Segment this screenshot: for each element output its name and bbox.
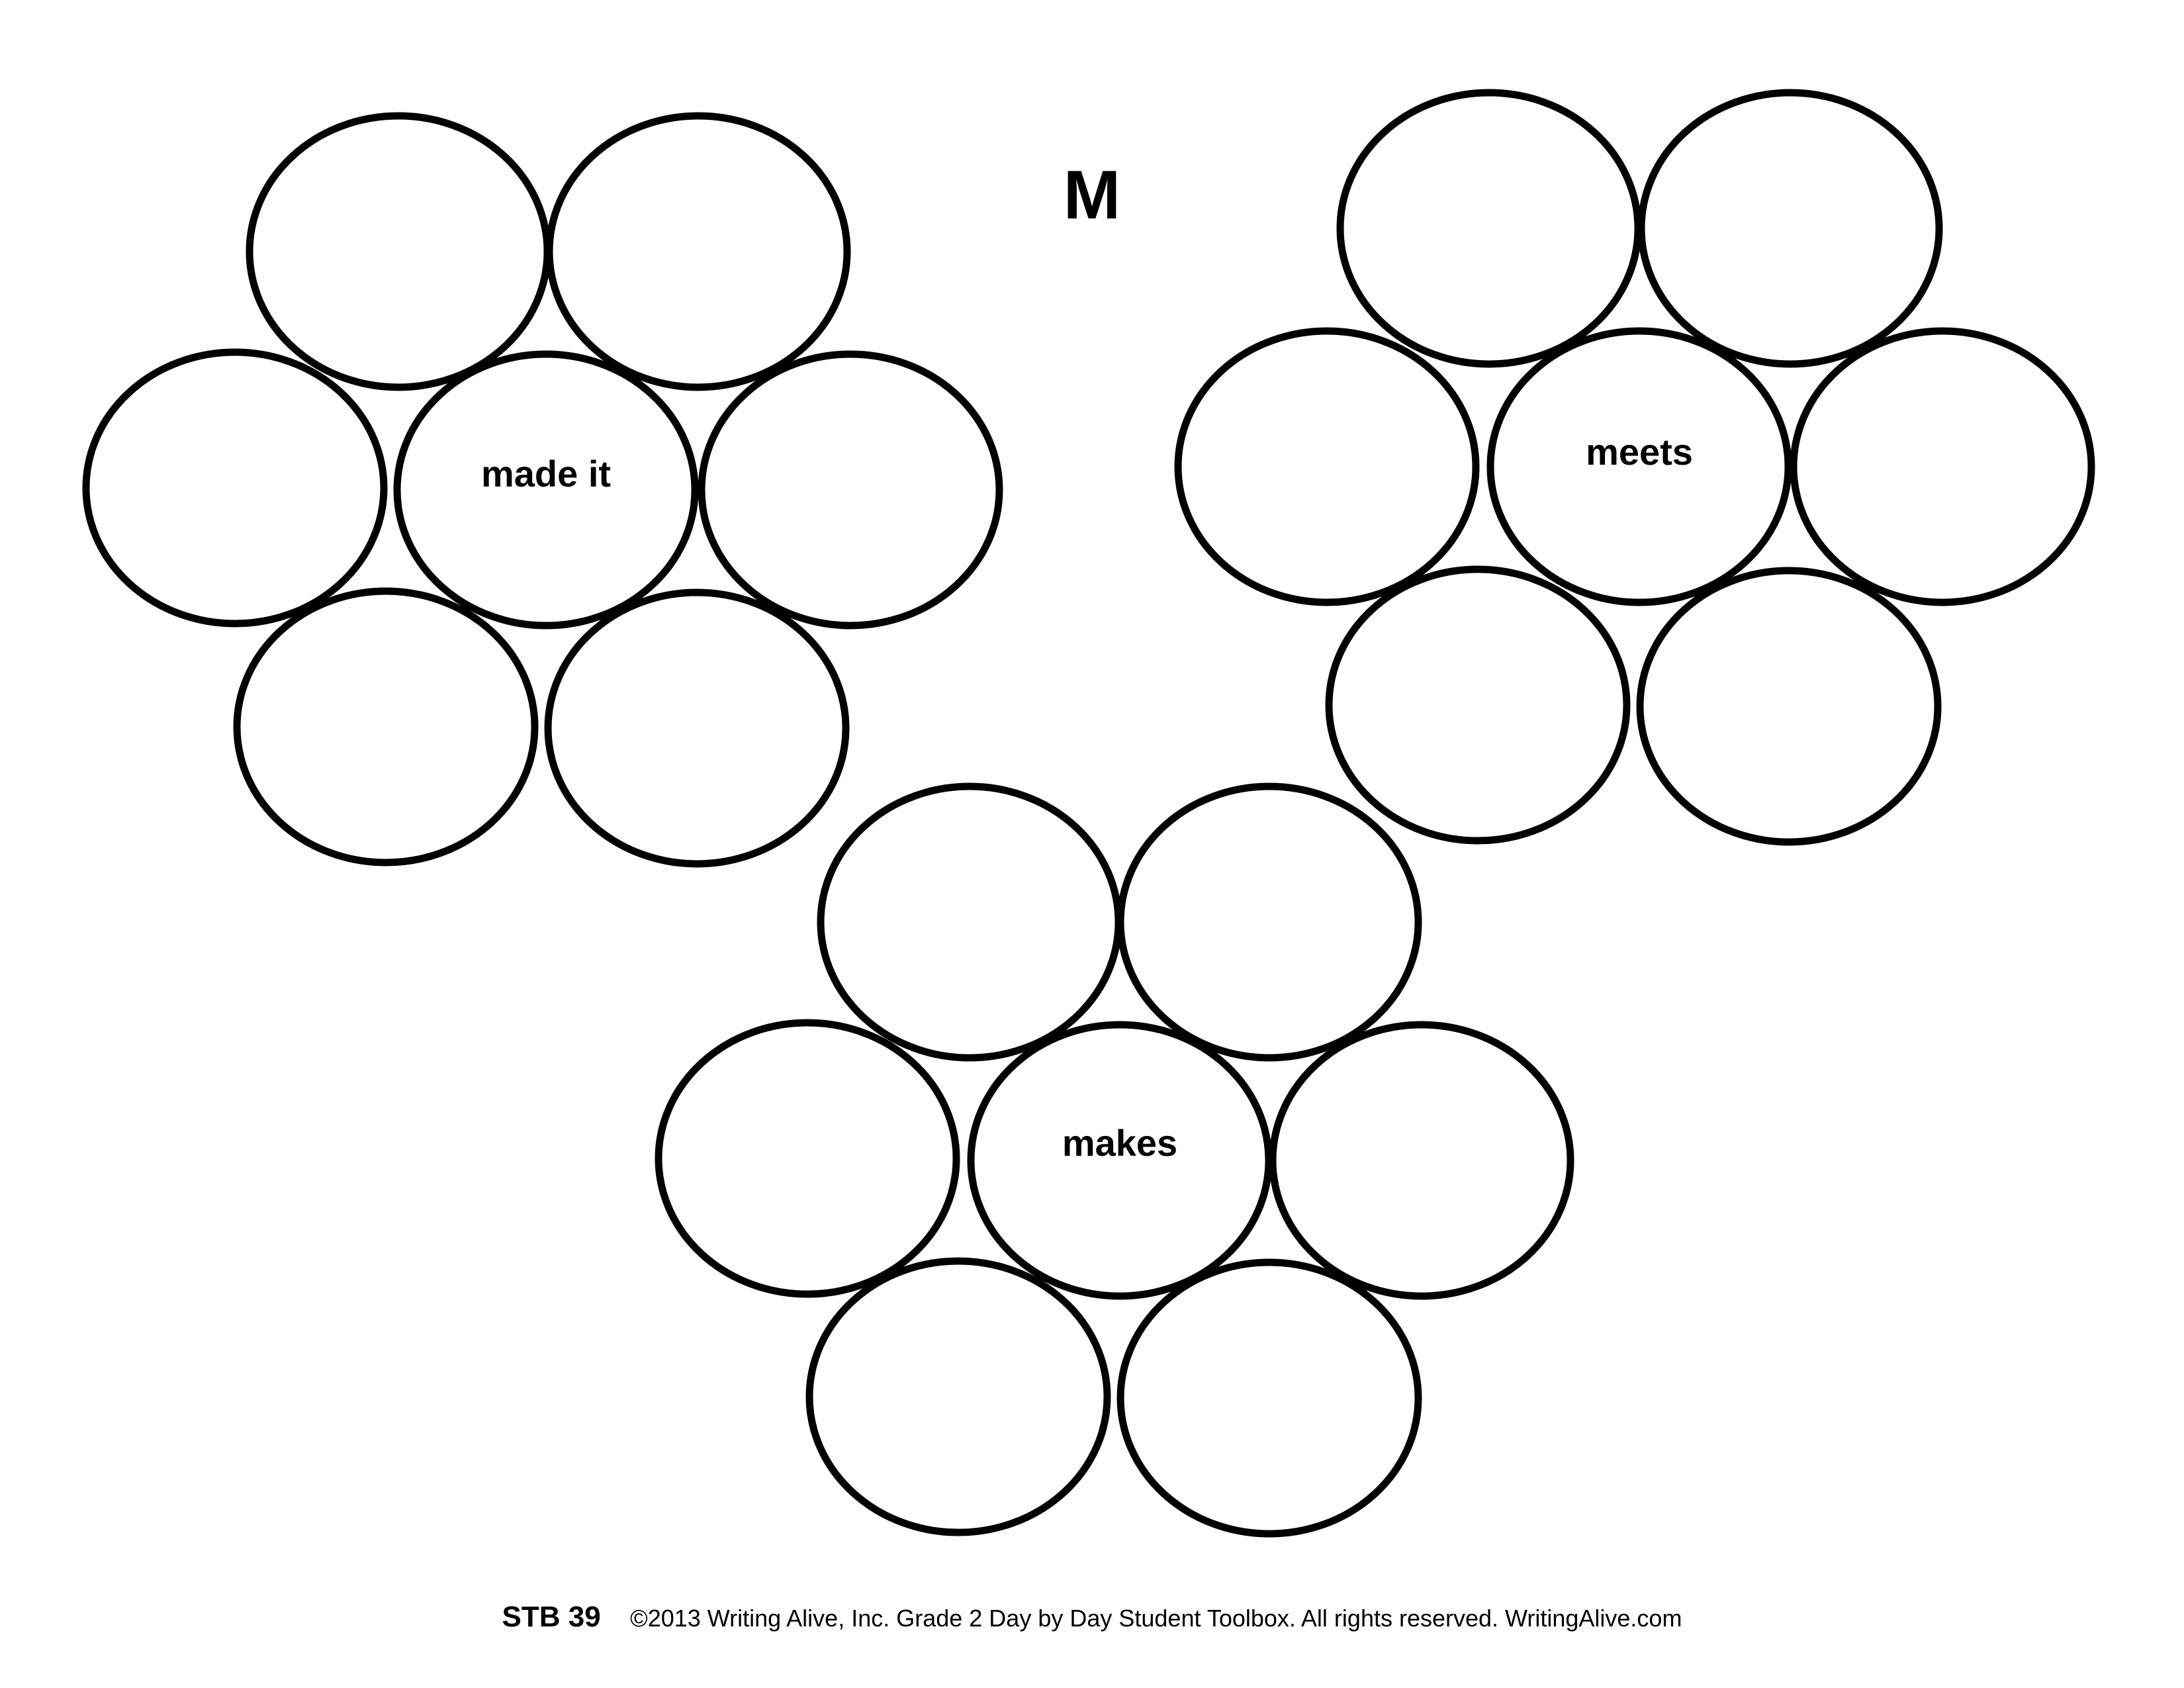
worksheet-letter: M xyxy=(1064,157,1121,234)
petal-bottom-right xyxy=(1636,567,1942,846)
copyright-notice: ©2013 Writing Alive, Inc. Grade 2 Day by… xyxy=(630,1605,1682,1632)
page-code: STB 39 xyxy=(502,1601,601,1633)
petal-top-right xyxy=(545,112,851,391)
flower-center xyxy=(967,1021,1273,1300)
petal-bottom-left xyxy=(233,587,539,867)
petal-top-right xyxy=(1116,782,1422,1062)
petal-bottom-right xyxy=(544,588,850,868)
flower-center xyxy=(1486,327,1792,606)
petal-right xyxy=(1790,327,2095,606)
petal-top-left xyxy=(246,112,551,391)
petal-bottom-left xyxy=(1325,565,1631,845)
petal-right xyxy=(698,350,1003,630)
petal-bottom-right xyxy=(1116,1258,1422,1538)
center-word: makes xyxy=(1062,1122,1177,1164)
petal-bottom-left xyxy=(805,1257,1111,1536)
petal-top-left xyxy=(1336,89,1642,368)
petal-left xyxy=(1174,327,1480,606)
petal-top-right xyxy=(1637,89,1943,368)
flower-center xyxy=(393,350,699,630)
petal-top-left xyxy=(817,782,1122,1062)
flower-made-it: made it xyxy=(82,112,1003,868)
flower-makes: makes xyxy=(655,782,1574,1538)
center-word: made it xyxy=(481,453,611,494)
center-word: meets xyxy=(1586,431,1693,473)
petal-left xyxy=(655,1019,960,1298)
flower-meets: meets xyxy=(1174,89,2095,846)
petal-left xyxy=(82,348,388,628)
petal-right xyxy=(1269,1021,1574,1300)
page-footer: STB 39 ©2013 Writing Alive, Inc. Grade 2… xyxy=(0,1601,2184,1634)
